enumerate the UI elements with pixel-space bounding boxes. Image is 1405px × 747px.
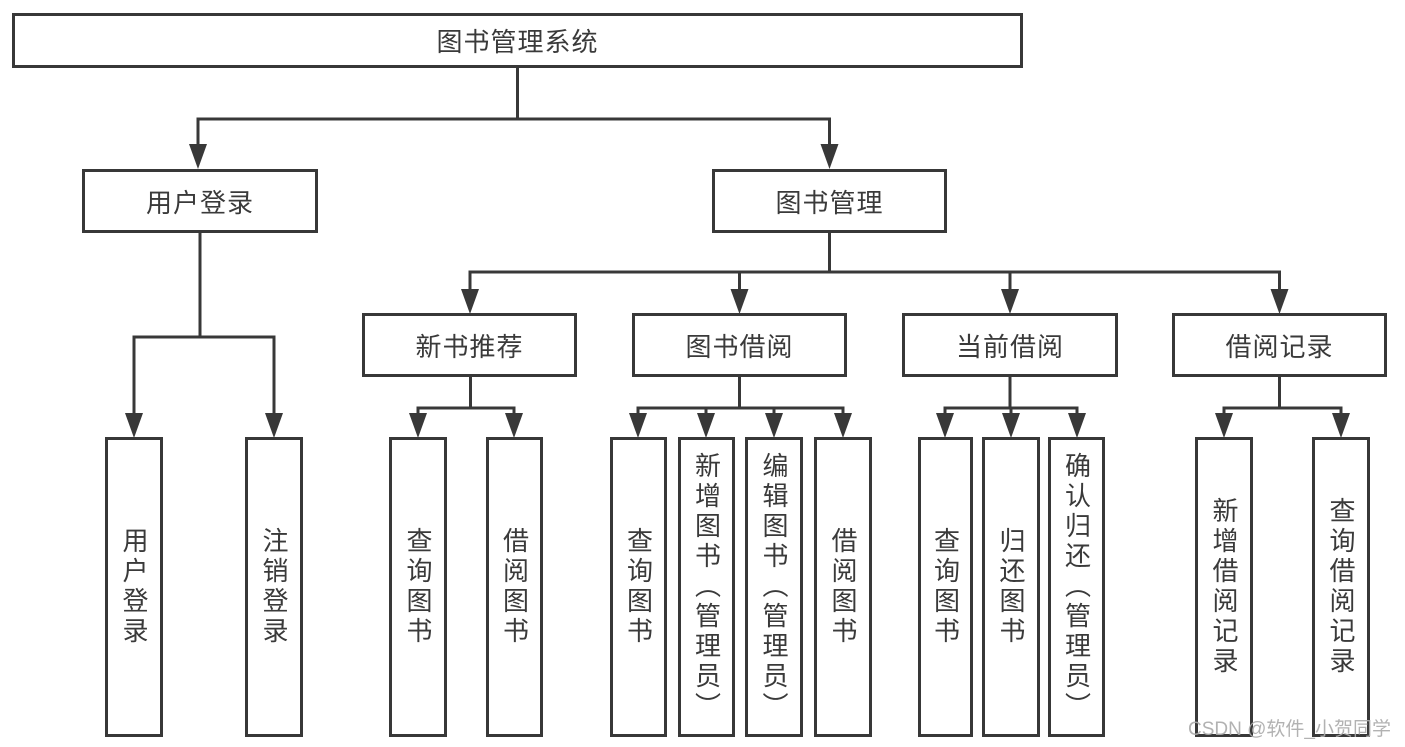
leaf-add-borrow-record: 新增借阅记录 xyxy=(1195,437,1253,737)
leaf-logout: 注销登录 xyxy=(245,437,303,737)
node-user-login: 用户登录 xyxy=(82,169,318,233)
edge-root-to-level2 xyxy=(196,68,831,145)
arrowhead xyxy=(629,413,647,438)
edge-book-borrow-to-leaves xyxy=(636,377,845,414)
leaf-query-books-current-label: 查询图书 xyxy=(930,527,961,647)
arrowhead xyxy=(730,289,749,314)
leaf-query-borrow-record: 查询借阅记录 xyxy=(1312,437,1370,737)
leaf-confirm-return-admin: 确认归还（管理员） xyxy=(1048,437,1105,737)
arrowhead xyxy=(505,413,523,438)
leaf-query-books-borrow: 查询图书 xyxy=(610,437,667,737)
node-new-book-recommend: 新书推荐 xyxy=(362,313,577,377)
arrowhead xyxy=(1270,289,1289,314)
leaf-borrow-books-recommend-label: 借阅图书 xyxy=(499,527,530,647)
leaf-edit-books-admin-label: 编辑图书（管理员） xyxy=(759,452,789,722)
arrowhead xyxy=(820,144,839,169)
arrowhead xyxy=(1002,413,1020,438)
leaf-query-books-recommend: 查询图书 xyxy=(389,437,447,737)
leaf-user-login-label: 用户登录 xyxy=(119,527,149,647)
leaf-borrow-books-recommend: 借阅图书 xyxy=(486,437,543,737)
leaf-add-books-admin: 新增图书（管理员） xyxy=(678,437,735,737)
leaf-confirm-return-admin-label: 确认归还（管理员） xyxy=(1061,452,1092,722)
leaf-borrow-books-label: 借阅图书 xyxy=(828,527,858,647)
arrowhead xyxy=(461,289,479,314)
node-user-login-label: 用户登录 xyxy=(145,187,254,218)
arrowhead xyxy=(697,413,715,438)
node-borrow-records: 借阅记录 xyxy=(1172,313,1387,377)
arrowhead xyxy=(1215,413,1233,438)
leaf-return-books-label: 归还图书 xyxy=(996,527,1026,647)
edge-current-borrow-to-leaves xyxy=(943,377,1079,414)
arrowhead xyxy=(125,413,143,438)
arrowhead xyxy=(409,413,427,438)
arrowhead xyxy=(1068,413,1086,438)
arrowhead xyxy=(834,413,852,438)
edge-book-management-to-level3 xyxy=(468,233,1281,290)
node-current-borrow: 当前借阅 xyxy=(902,313,1118,377)
watermark: CSDN @软件_小贺同学 xyxy=(1188,719,1391,740)
node-borrow-records-label: 借阅记录 xyxy=(1225,331,1334,362)
edge-borrow-records-to-leaves xyxy=(1222,377,1343,414)
leaf-query-borrow-record-label: 查询借阅记录 xyxy=(1326,497,1356,677)
leaf-edit-books-admin: 编辑图书（管理员） xyxy=(745,437,803,737)
node-book-borrow-label: 图书借阅 xyxy=(685,331,794,362)
node-new-book-recommend-label: 新书推荐 xyxy=(415,331,524,362)
leaf-query-books-recommend-label: 查询图书 xyxy=(403,527,433,647)
arrowhead xyxy=(1001,289,1019,314)
arrowhead xyxy=(265,413,283,438)
leaf-user-login: 用户登录 xyxy=(105,437,163,737)
leaf-return-books: 归还图书 xyxy=(982,437,1040,737)
leaf-add-borrow-record-label: 新增借阅记录 xyxy=(1209,497,1239,677)
leaf-borrow-books: 借阅图书 xyxy=(814,437,872,737)
leaf-query-books-current: 查询图书 xyxy=(918,437,973,737)
edge-new-book-recommend-to-leaves xyxy=(416,377,516,414)
edge-user-login-to-leaves xyxy=(132,233,276,415)
arrowhead xyxy=(1332,413,1350,438)
arrowhead xyxy=(189,144,207,169)
node-root: 图书管理系统 xyxy=(12,13,1023,68)
leaf-query-books-borrow-label: 查询图书 xyxy=(623,527,654,647)
arrowhead xyxy=(765,413,783,438)
leaf-logout-label: 注销登录 xyxy=(259,527,289,647)
node-book-management-label: 图书管理 xyxy=(775,187,884,218)
node-root-label: 图书管理系统 xyxy=(436,27,599,57)
node-book-management: 图书管理 xyxy=(712,169,947,233)
leaf-add-books-admin-label: 新增图书（管理员） xyxy=(691,452,722,722)
arrowhead xyxy=(936,413,954,438)
node-current-borrow-label: 当前借阅 xyxy=(955,331,1064,362)
node-book-borrow: 图书借阅 xyxy=(632,313,847,377)
arrowheads xyxy=(125,144,1350,438)
